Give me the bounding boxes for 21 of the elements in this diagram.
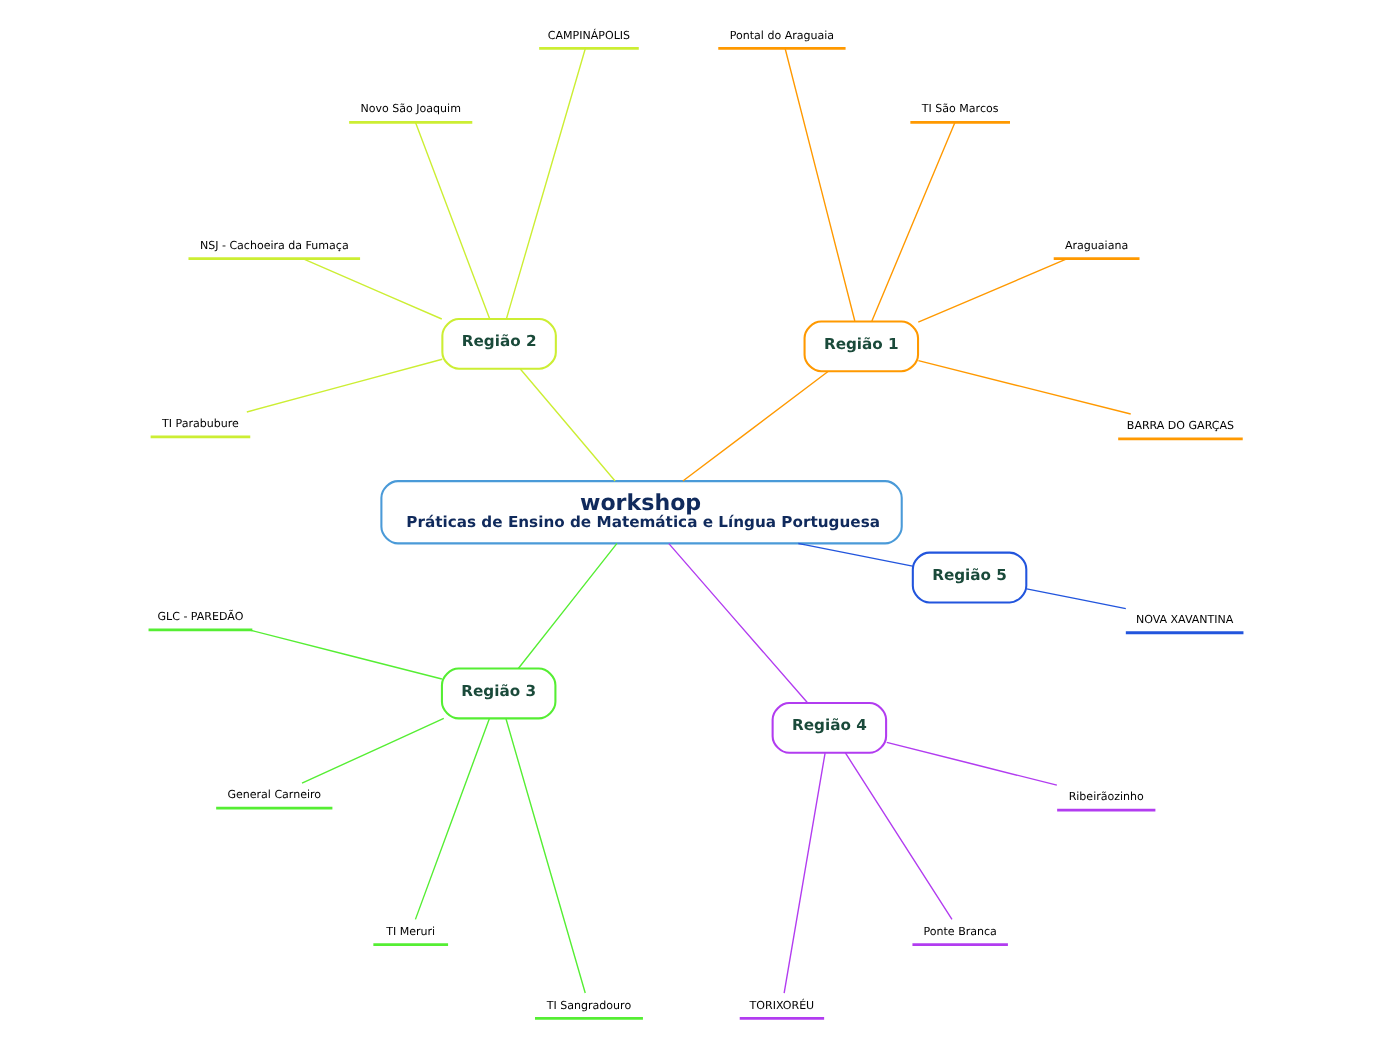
connector	[246, 357, 443, 412]
connector	[871, 120, 956, 321]
connector	[844, 751, 953, 920]
connector	[248, 628, 443, 679]
connector	[302, 257, 443, 319]
connector	[517, 541, 618, 669]
connector	[783, 751, 826, 993]
connector	[797, 541, 914, 566]
connector	[414, 120, 491, 319]
connector	[414, 716, 491, 920]
connector	[917, 359, 1132, 414]
connector	[682, 369, 829, 481]
connector	[886, 740, 1058, 785]
connector	[519, 367, 616, 481]
connector	[917, 257, 1068, 322]
connector	[505, 716, 586, 993]
connector	[301, 716, 445, 783]
connector	[505, 47, 586, 319]
connector	[784, 47, 856, 321]
connector	[1025, 587, 1127, 609]
connector	[668, 541, 808, 703]
